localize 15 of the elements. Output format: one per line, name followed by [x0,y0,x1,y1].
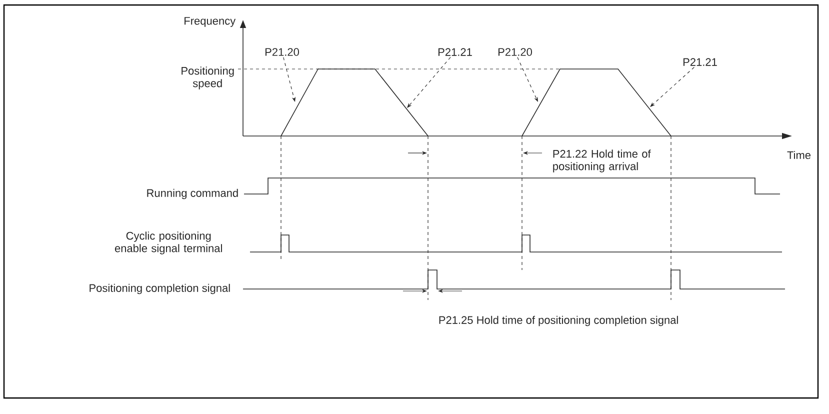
signal-label: Cyclic positioning enable signal terminal [114,232,222,254]
leader-line [517,57,538,102]
parameter-label: P21.20 [265,48,299,56]
axis-label: Positioning speed [182,66,234,90]
parameter-label: P21.20 [498,48,532,56]
axis-label: Frequency [184,17,236,27]
signal-label: Positioning completion signal [90,284,230,294]
leader-line [650,66,694,107]
parameter-label: P21.21 [438,48,472,56]
axis-label: Time [787,150,811,160]
dimension-label: P21.22 Hold time of positioning arrival [553,150,651,172]
signal-label: Running command [147,188,238,200]
parameter-label: P21.21 [683,58,717,66]
dimension-label: P21.25 Hold time of positioning completion signal [439,316,678,326]
leader-line [407,56,451,108]
